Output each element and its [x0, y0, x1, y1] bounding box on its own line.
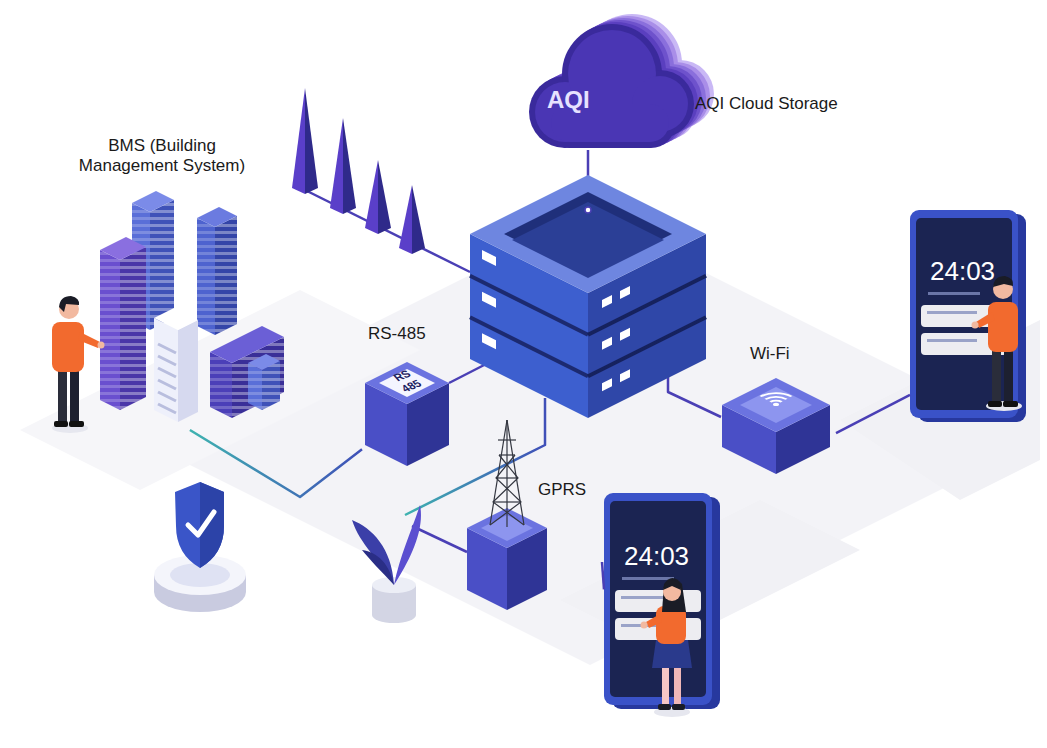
- node-heading: BMS (Building Management System): [72, 136, 252, 177]
- server-stack: [470, 175, 706, 418]
- person: [52, 296, 105, 433]
- wifi-icon: [761, 393, 792, 406]
- plant: [352, 505, 421, 623]
- protocol-cube: RS-485 RS 485: [362, 320, 454, 472]
- clock-time: 24:03: [624, 541, 704, 572]
- cube-face-label: RS 485: [381, 364, 433, 398]
- clock-time: 24:03: [930, 256, 1010, 287]
- protocol-cube: Wi-Fi: [716, 338, 836, 474]
- phone: [910, 210, 1026, 422]
- phone: [604, 493, 720, 709]
- building-group: [100, 191, 284, 422]
- cloud-logo-text: AQI: [547, 86, 617, 115]
- cloud-link-dot: [585, 207, 591, 213]
- wire: [305, 150, 721, 552]
- cloud-storage: AQI AQI Cloud Storage: [520, 40, 867, 160]
- pyramid-decor: [292, 88, 425, 254]
- node-heading: RS-485: [368, 324, 448, 344]
- phone-screen: 24:03: [910, 210, 1022, 420]
- gprs-tower: [490, 420, 524, 527]
- connector: [190, 430, 362, 497]
- wire: [305, 190, 470, 272]
- building-management: BMS (Building Management System): [70, 134, 288, 430]
- node-heading: Wi-Fi: [750, 344, 820, 364]
- connector: [836, 395, 910, 433]
- person: [641, 578, 693, 717]
- cloud: [529, 14, 714, 148]
- phone-screen: 24:03: [604, 493, 716, 707]
- person: [972, 276, 1023, 411]
- wire: [412, 526, 467, 552]
- protocol-cubes: [365, 362, 830, 610]
- node-heading: AQI Cloud Storage: [695, 94, 863, 114]
- connector: [602, 562, 604, 589]
- node-heading: GPRS: [536, 480, 598, 500]
- protocol-cube: GPRS: [462, 478, 602, 618]
- shield-icon: [154, 482, 246, 612]
